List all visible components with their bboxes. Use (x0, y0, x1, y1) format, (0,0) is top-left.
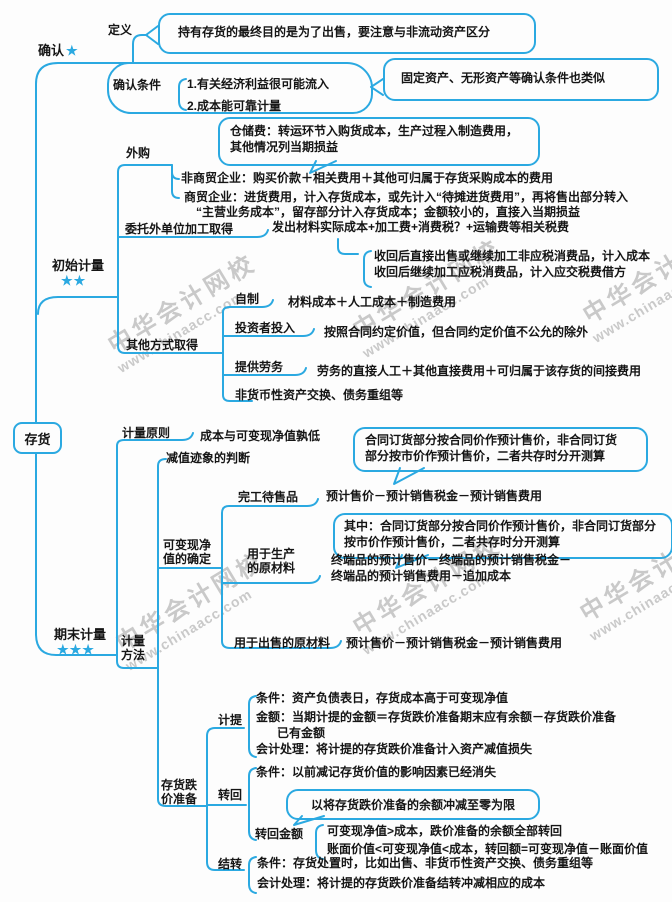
connector-bubbleA-tail (145, 25, 159, 45)
branch-confirm-label: 确认 (38, 43, 65, 58)
material-production-formula-line2: 终端品的预计销售费用－追加成本 (331, 569, 512, 583)
principle-formula: 成本与可变现净值孰低 (200, 429, 321, 443)
carryover-condition: 条件：存货处置时，比如出售、非货币性资产交换、债务重组等 (257, 856, 594, 870)
node-definition-label: 定义 (108, 23, 133, 37)
reversal-amount-line1: 可变现净值>成本，跌价准备的余额全部转回 (327, 824, 563, 838)
connector-method-children (157, 458, 223, 807)
finished-note-line2: 部分按市价作预计售价，二者共存时分开测算 (365, 449, 606, 463)
accrual-condition: 条件：资产负债表日，存货成本高于可变现净值 (256, 691, 509, 705)
definition-note-text: 持有存货的最终目的是为了出售，要注意与非流动资产区分 (178, 25, 491, 39)
accrual-accounting: 会计处理：将计提的存货跌价准备计入资产减值损失 (256, 742, 533, 756)
connector-initial-branch (37, 296, 119, 315)
material-production-formula-line1: 终端品的预计售价－终端品的预计销售税金－ (331, 553, 572, 567)
node-reversal-label: 转回 (218, 788, 243, 802)
connector-other-children (222, 299, 274, 402)
reversal-limit-text: 以将存货跌价准备的余额冲减至零为限 (310, 798, 515, 812)
connector-carryover-bracket (248, 856, 257, 894)
connector-reversal-amount-brace (315, 824, 324, 860)
condition-item-1: 1.有关经济利益很可能流入 (187, 77, 330, 91)
ending-star-rating: ★★★ (57, 642, 95, 657)
finished-note-line1: 合同订货部分按合同价作预计售价，非合同订货 (365, 433, 618, 447)
provision-label-line1: 存货跌 (161, 778, 198, 792)
connector-accrual-bracket (248, 695, 257, 758)
nrv-label-line2: 值的确定 (163, 552, 212, 566)
node-outsourced-label: 委托外单位加工取得 (125, 222, 234, 236)
outsourced-formula: 发出材料实际成本+加工费+消费税？+运输费等相关税费 (272, 220, 570, 234)
node-impairment-sign-label: 减值迹象的判断 (166, 451, 251, 465)
node-finished-goods-label: 完工待售品 (238, 490, 299, 504)
connector-spine-confirm (35, 62, 134, 423)
production-note-line2: 按市价作预计售价，二者共存时分开测算 (344, 535, 561, 549)
connector-purchase-sub (171, 164, 180, 199)
initial-star-rating: ★★ (61, 273, 87, 288)
node-material-sale-label: 用于出售的原材料 (234, 636, 331, 650)
node-selfmade-label: 自制 (235, 292, 260, 306)
connector-ending-branch (35, 449, 118, 656)
node-purchase-label: 外购 (126, 146, 151, 160)
accrual-amount-line1: 金额：当期计提的金额＝存货跌价准备期末应有余额－存货跌价准备 (256, 710, 617, 724)
node-investor-label: 投资者投入 (235, 321, 296, 335)
root-label: 存货 (24, 431, 51, 447)
finished-goods-formula: 预计售价－预计销售税金－预计销售费用 (326, 489, 543, 503)
warehouse-note-line1: 仓储费：转运环节入购货成本，生产过程入制造费用， (230, 124, 519, 138)
material-production-note-bubble: 其中：合同订货部分按合同价作预计售价，非合同订货部分 按市价作预计售价，二者共存… (333, 513, 672, 559)
connector-recover-link (337, 238, 359, 255)
reversal-condition: 条件：以前减记存货价值的影响因素已经消失 (256, 765, 497, 779)
warehouse-note-line2: 其他情况列当期损益 (230, 140, 339, 154)
provision-label-line2: 价准备 (161, 792, 198, 806)
reversal-limit-bubble: 以将存货跌价准备的余额冲减至零为限 (286, 789, 540, 820)
finished-goods-note-bubble: 合同订货部分按合同价作预计售价，非合同订货 部分按市价作预计售价，二者共存时分开… (353, 427, 648, 472)
investor-formula: 按照合同约定价值，但合同约定价值不公允的除外 (324, 325, 589, 339)
purchase-nontrading-text: 非商贸企业：购买价款＋相关费用＋其他可归属于存货采购成本的费用 (181, 171, 554, 185)
node-conditions-label: 确认条件 (113, 78, 162, 92)
warehouse-note-bubble: 仓储费：转运环节入购货成本，生产过程入制造费用， 其他情况列当期损益 (218, 117, 540, 166)
conditions-note-text: 固定资产、无形资产等确认条件也类似 (401, 71, 606, 85)
reversal-amount-label: 转回金额 (255, 827, 304, 841)
material-sale-formula: 预计售价－预计销售税金－预计销售费用 (346, 636, 563, 650)
nrv-label-line1: 可变现净 (163, 538, 212, 552)
definition-note-bubble: 持有存货的最终目的是为了出售，要注意与非流动资产区分 (158, 13, 536, 54)
node-principle-label: 计量原则 (122, 426, 171, 440)
method-label-line2: 方法 (121, 648, 146, 662)
reversal-amount-line2: 账面价值<可变现净值<成本，转回额=可变现净值－账面价值 (327, 842, 649, 856)
material-production-label-line1: 用于生产 (247, 547, 296, 561)
node-service-label: 提供劳务 (235, 360, 284, 374)
connector-confirm-children (132, 34, 148, 64)
material-production-label-line2: 的原材料 (247, 561, 296, 575)
root-node-inventory: 存货 (13, 422, 62, 454)
purchase-trading-text-line2: “主营业务成本”，留存部分计入存货成本；金额较小的，直接入当期损益 (196, 205, 581, 219)
service-formula: 劳务的直接人工＋其他直接费用＋可归属于该存货的间接费用 (317, 364, 642, 378)
branch-initial-label: 初始计量 (52, 258, 105, 273)
purchase-trading-text-line1: 商贸企业：进货费用，计入存货成本，或先计入“待摊进货费用”，再将售出部分转入 (184, 190, 629, 204)
node-carryover-label: 结转 (218, 857, 243, 871)
production-note-line1: 其中：合同订货部分按合同价作预计售价，非合同订货部分 (344, 519, 657, 533)
condition-item-2: 2.成本能可靠计量 (187, 99, 282, 113)
connector-recover-brace (363, 250, 372, 288)
selfmade-formula: 材料成本＋人工成本＋制造费用 (288, 295, 457, 309)
conditions-note-bubble: 固定资产、无形资产等确认条件也类似 (383, 58, 659, 101)
accrual-amount-line2: 已有金额 (277, 726, 326, 740)
node-nonmonetary-label: 非货币性资产交换、债务重组等 (235, 388, 404, 402)
carryover-accounting: 会计处理：将计提的存货跌价准备结转冲减相应的成本 (257, 876, 546, 890)
outsourced-note-line1: 收回后直接出售或继续加工非应税消费品，计入成本 (374, 249, 651, 263)
node-other-label: 其他方式取得 (126, 338, 199, 352)
branch-ending-label: 期末计量 (54, 627, 107, 642)
confirm-star-rating: ★ (66, 43, 79, 58)
node-accrual-label: 计提 (218, 713, 243, 727)
method-label-line1: 计量 (121, 634, 146, 648)
outsourced-note-line2: 收回后继续加工应税消费品，计入应交税费借方 (374, 265, 627, 279)
